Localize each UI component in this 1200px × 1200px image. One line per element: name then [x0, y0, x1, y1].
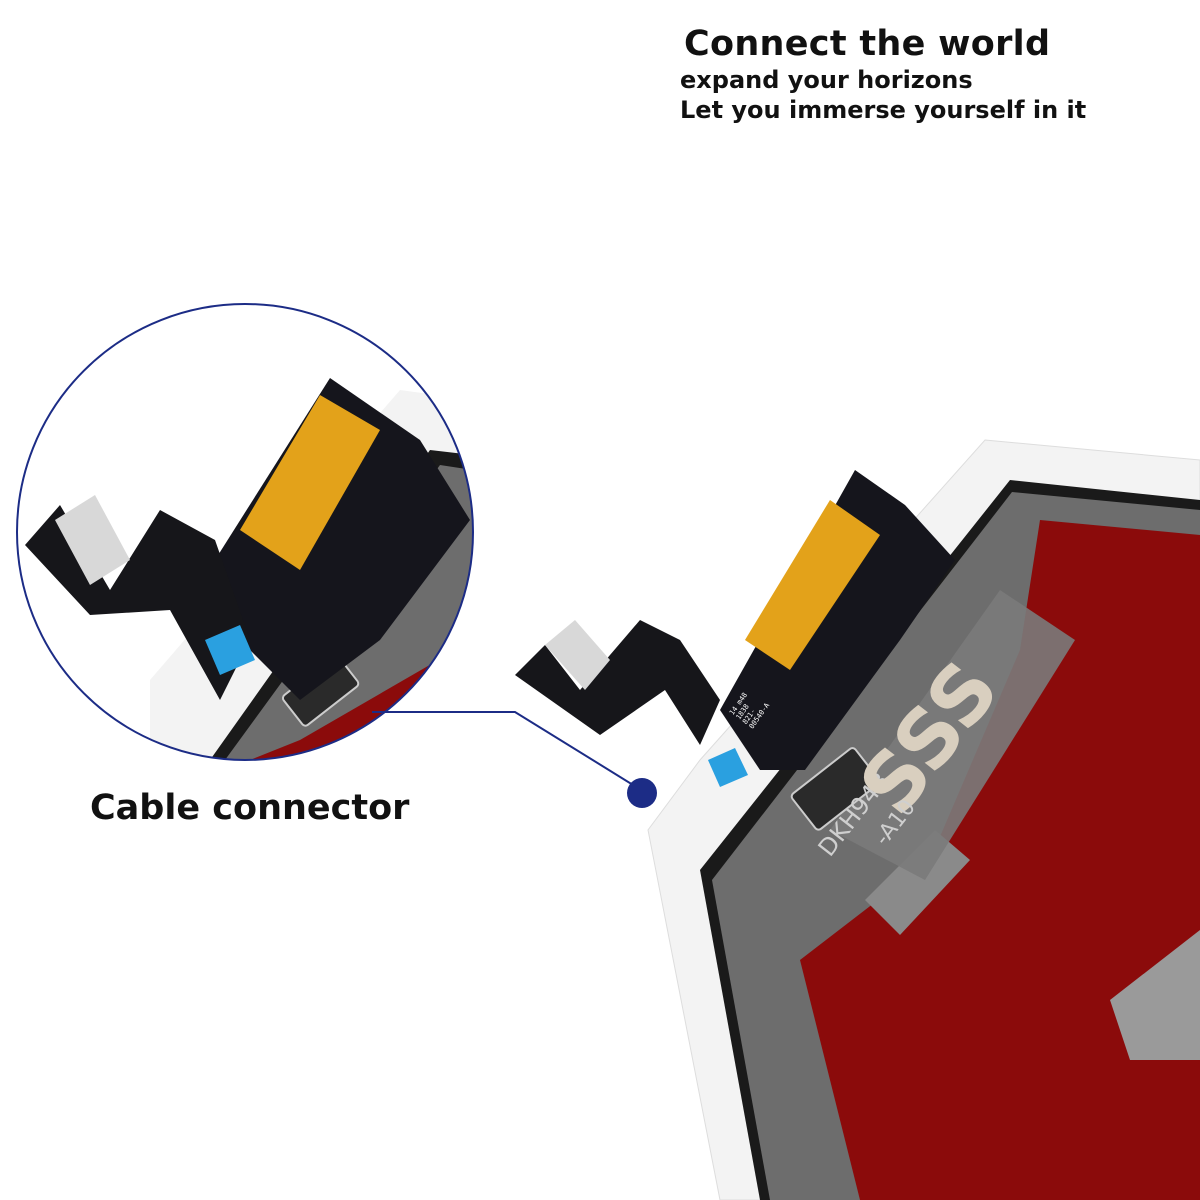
- headline-line-2: Let you immerse yourself in it: [680, 96, 1087, 124]
- cable-connector-label: Cable connector: [90, 788, 410, 828]
- callout-leader-line: [372, 711, 639, 789]
- headline-title: Connect the world: [684, 24, 1051, 64]
- lcd-assembly-image: [515, 439, 1200, 1200]
- callout-dot: [627, 778, 657, 808]
- magnified-connector-view: [17, 304, 473, 760]
- callout-circle: [16, 303, 474, 761]
- headline-line-1: expand your horizons: [680, 66, 973, 94]
